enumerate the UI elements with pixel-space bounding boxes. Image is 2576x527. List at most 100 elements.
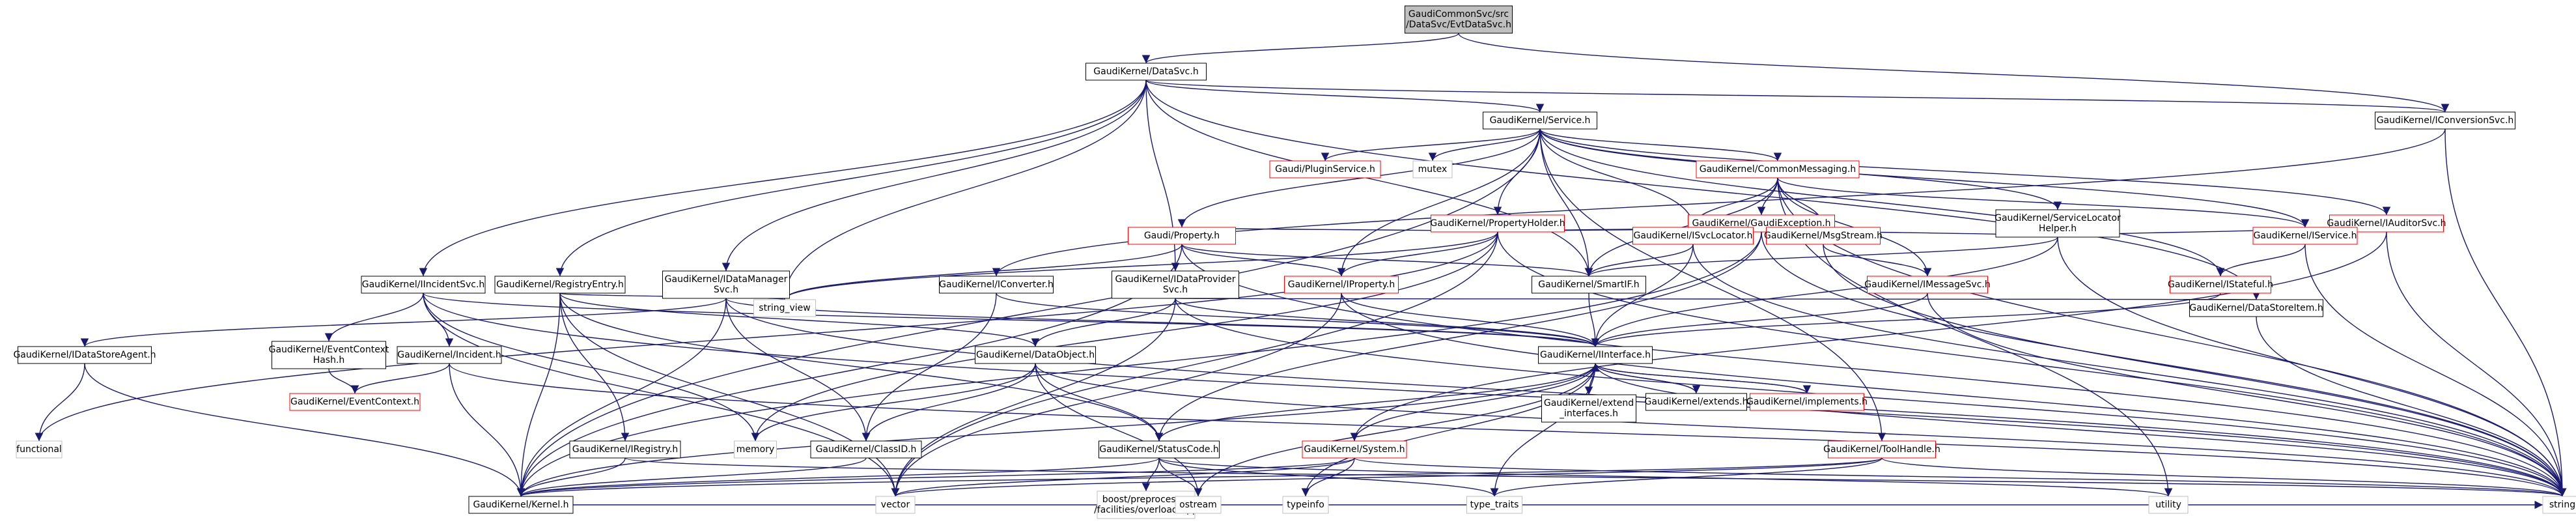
edge-idataprovidersvc-to-vector xyxy=(891,298,1176,497)
edge-datasvc-to-registryentry xyxy=(555,79,1147,277)
node-commonmessaging[interactable]: GaudiKernel/CommonMessaging.h xyxy=(1696,160,1860,178)
edge-registryentry-to-dataobject xyxy=(559,292,1040,347)
edge-system-to-string xyxy=(1354,457,2566,497)
edge-service-to-kernel xyxy=(516,128,1541,497)
node-label: ostream xyxy=(1179,500,1217,510)
node-label: GaudiKernel/IRegistry.h xyxy=(572,444,679,455)
node-iconversionsvc[interactable]: GaudiKernel/IConversionSvc.h xyxy=(2375,111,2515,130)
node-iservice[interactable]: GaudiKernel/IService.h xyxy=(2252,227,2358,245)
node-box xyxy=(939,276,1054,294)
edge-datasvc-to-service xyxy=(1145,79,1544,113)
node-pluginservice[interactable]: Gaudi/PluginService.h xyxy=(1269,160,1381,178)
node-box xyxy=(1099,440,1220,459)
node-propertyholder[interactable]: GaudiKernel/PropertyHolder.h xyxy=(1430,214,1565,233)
node-iincident[interactable]: GaudiKernel/Incident.h xyxy=(397,346,502,364)
node-box xyxy=(2375,111,2515,130)
edge-ieventcontexthash-to-eventcontext xyxy=(328,368,359,394)
edge-istateful-to-iinterface xyxy=(1591,292,2221,347)
node-iproperty[interactable]: GaudiKernel/IProperty.h xyxy=(1284,276,1399,294)
edge-service-to-istateful xyxy=(1539,128,2225,277)
edge-idatastoreagent-to-kernel xyxy=(84,363,525,497)
node-label: /facilities/overload.hpp xyxy=(1094,505,1198,515)
node-box xyxy=(1128,227,1236,245)
node-label: GaudiKernel/ServiceLocator xyxy=(1995,213,2121,223)
node-iconverter[interactable]: GaudiKernel/IConverter.h xyxy=(939,276,1054,294)
edge-service-to-iproperty xyxy=(1337,128,1541,277)
edge-idataprovidersvc-to-datastoreitem xyxy=(1175,292,2257,300)
node-label: GaudiKernel/extend xyxy=(1544,398,1634,408)
edge-statuscode-to-typetraits xyxy=(1158,457,1499,497)
node-imsgstream[interactable]: GaudiKernel/MsgStream.h xyxy=(1764,227,1883,245)
edge-idatamanagersvc-to-string xyxy=(725,298,2567,497)
node-box xyxy=(494,276,626,294)
node-classid[interactable]: GaudiKernel/ClassID.h xyxy=(810,440,922,459)
edge-service-to-iauditorsvc xyxy=(1539,128,2391,216)
node-incidentsvc[interactable]: GaudiKernel/IIncidentSvc.h xyxy=(361,276,486,294)
node-label: GaudiKernel/implements.h xyxy=(1746,397,1868,407)
node-box xyxy=(1175,496,1222,514)
node-box xyxy=(1282,496,1329,514)
edge-toolhandle-to-kernel xyxy=(517,457,1883,497)
edge-gaudiexception-to-statuscode xyxy=(1155,231,1762,442)
node-extendinterfaces[interactable]: GaudiKernel/extend_interfaces.h xyxy=(1541,394,1636,423)
edge-dataobject-to-statuscode xyxy=(1035,363,1164,442)
node-iregistry[interactable]: GaudiKernel/IRegistry.h xyxy=(569,440,681,459)
node-iinterface[interactable]: GaudiKernel/IInterface.h xyxy=(1538,346,1653,364)
node-gaudiexception[interactable]: GaudiKernel/GaudiException.h xyxy=(1688,214,1835,233)
node-kernel[interactable]: GaudiKernel/Kernel.h xyxy=(468,496,574,514)
node-istateful[interactable]: GaudiKernel/IStateful.h xyxy=(2168,276,2273,294)
node-label: functional xyxy=(16,444,62,455)
node-property[interactable]: Gaudi/Property.h xyxy=(1128,227,1236,245)
edge-servicelocatorhelper-to-iinterface xyxy=(1591,236,2058,347)
node-layer: GaudiCommonSvc/src/DataSvc/EvtDataSvc.hG… xyxy=(13,5,2576,519)
edge-servicelocatorhelper-to-smartif xyxy=(1585,236,2058,277)
node-idatastoreagent[interactable]: GaudiKernel/IDataStoreAgent.h xyxy=(13,346,156,364)
edge-iincident-to-kernel xyxy=(449,363,525,497)
node-box xyxy=(2189,299,2323,317)
node-ostream: ostream xyxy=(1175,496,1222,514)
edge-dataobject-to-memory xyxy=(751,363,1036,442)
node-box xyxy=(810,440,922,459)
edge-layer xyxy=(35,33,2567,509)
node-box xyxy=(1112,270,1239,299)
node-smartif[interactable]: GaudiKernel/SmartIF.h xyxy=(1532,276,1646,294)
node-datasvc[interactable]: GaudiKernel/DataSvc.h xyxy=(1085,63,1207,81)
edge-classid-to-kernel xyxy=(516,457,867,497)
edge-datasvc-to-datastoreitem xyxy=(1145,79,2261,300)
node-label: GaudiKernel/EventContext.h xyxy=(290,397,419,407)
edge-iinterface-to-statuscode xyxy=(1155,363,1596,442)
edge-imessagesvc-to-string xyxy=(1927,292,2567,497)
node-label: GaudiKernel/ClassID.h xyxy=(816,444,917,455)
edge-idatamanagersvc-to-idatastoreagent xyxy=(81,298,727,347)
node-label: GaudiKernel/Service.h xyxy=(1490,115,1591,126)
node-box xyxy=(1302,440,1407,459)
node-registryentry[interactable]: GaudiKernel/RegistryEntry.h xyxy=(494,276,626,294)
edge-property-to-string xyxy=(1181,244,2567,497)
node-root[interactable]: GaudiCommonSvc/src/DataSvc/EvtDataSvc.h xyxy=(1405,5,1513,34)
edge-implements-to-iinterface xyxy=(1591,363,1808,394)
edge-property-to-stringview xyxy=(780,244,1183,300)
node-label: GaudiKernel/GaudiException.h xyxy=(1692,218,1830,229)
edge-dataobject-to-ostream xyxy=(1035,363,1203,497)
node-extends[interactable]: GaudiKernel/extends.h xyxy=(1645,393,1748,411)
node-toolhandle[interactable]: GaudiKernel/ToolHandle.h xyxy=(1823,440,1940,459)
node-datastoreitem[interactable]: GaudiKernel/DataStoreItem.h xyxy=(2189,299,2323,317)
node-box xyxy=(468,496,574,514)
node-system[interactable]: GaudiKernel/System.h xyxy=(1302,440,1407,459)
node-box xyxy=(1750,393,1864,411)
node-imessagesvc[interactable]: GaudiKernel/IMessageSvc.h xyxy=(1864,276,1991,294)
node-statuscode[interactable]: GaudiKernel/StatusCode.h xyxy=(1099,440,1220,459)
node-isvclocator[interactable]: GaudiKernel/ISvcLocator.h xyxy=(1632,227,1754,245)
node-label: GaudiKernel/Incident.h xyxy=(397,350,501,360)
node-implements[interactable]: GaudiKernel/implements.h xyxy=(1746,393,1868,411)
node-label: GaudiKernel/Kernel.h xyxy=(473,500,568,510)
node-service[interactable]: GaudiKernel/Service.h xyxy=(1483,111,1597,130)
node-box xyxy=(2170,276,2271,294)
edge-service-to-isvclocator xyxy=(1539,128,1698,228)
node-eventcontext[interactable]: GaudiKernel/EventContext.h xyxy=(289,393,421,411)
node-dataobject[interactable]: GaudiKernel/DataObject.h xyxy=(975,346,1096,364)
